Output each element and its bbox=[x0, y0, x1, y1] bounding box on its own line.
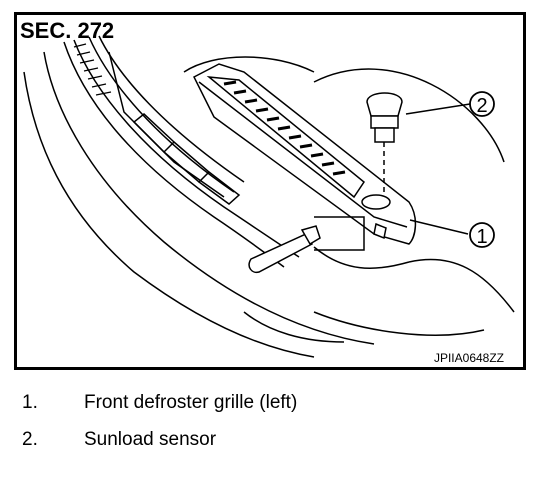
defroster-grille bbox=[192, 63, 417, 251]
legend-number: 2. bbox=[22, 429, 38, 450]
legend-text: Front defroster grille (left) bbox=[84, 392, 298, 413]
callout-2: 2 bbox=[469, 91, 495, 117]
legend: 1. Front defroster grille (left) 2. Sunl… bbox=[22, 392, 522, 466]
legend-text: Sunload sensor bbox=[84, 429, 217, 450]
diagram-figure: 2 1 SEC. 272 JPIIA0648ZZ bbox=[14, 12, 526, 370]
section-label: SEC. 272 bbox=[20, 18, 114, 43]
callout-1: 1 bbox=[469, 222, 495, 248]
dashboard-outline bbox=[23, 51, 515, 358]
legend-number: 1. bbox=[22, 392, 38, 413]
image-code: JPIIA0648ZZ bbox=[434, 351, 504, 365]
trim-ribs bbox=[73, 43, 112, 96]
sensor-hole bbox=[361, 194, 391, 210]
removal-tool bbox=[248, 225, 321, 274]
sunload-sensor bbox=[366, 92, 403, 192]
grille-slats bbox=[223, 80, 346, 176]
figure-frame bbox=[14, 12, 526, 370]
callout-1-label: 1 bbox=[476, 226, 487, 248]
windshield-trim bbox=[63, 35, 300, 268]
legend-item: 2. Sunload sensor bbox=[22, 429, 522, 466]
leader-lines bbox=[405, 103, 471, 235]
callout-2-label: 2 bbox=[476, 95, 487, 117]
legend-item: 1. Front defroster grille (left) bbox=[22, 392, 522, 429]
